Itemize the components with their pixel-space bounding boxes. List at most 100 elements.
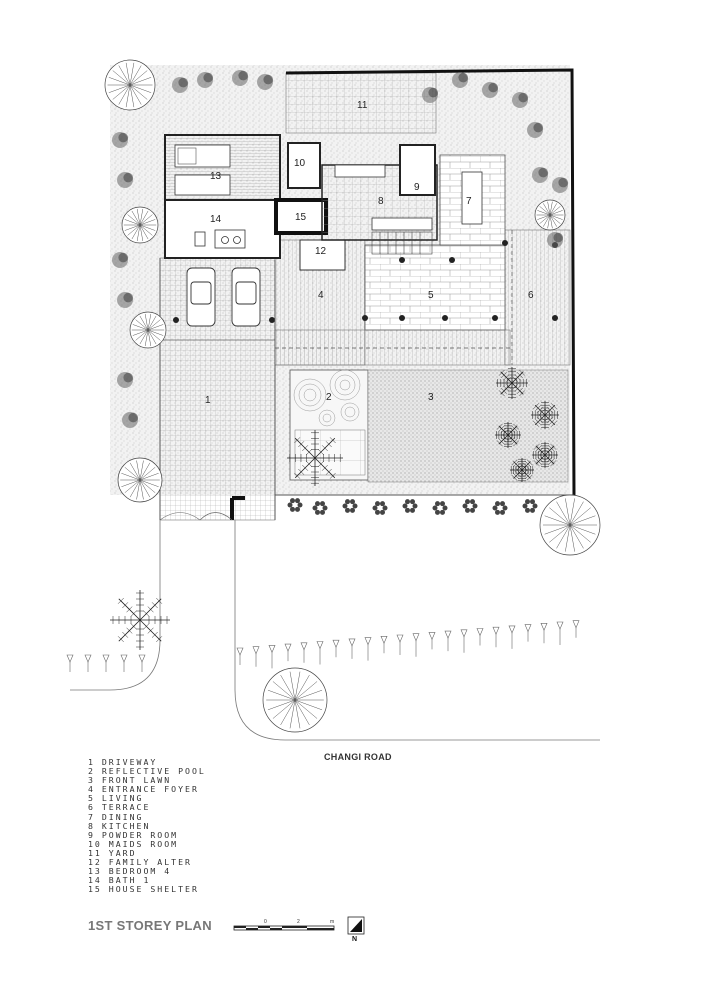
- legend-item-number: 15: [88, 884, 102, 895]
- room-label-4: 4: [318, 290, 324, 301]
- legend-item-name: BEDROOM 4: [108, 866, 172, 877]
- road-label: CHANGI ROAD: [324, 752, 392, 762]
- legend-item-name: POWDER ROOM: [101, 829, 179, 840]
- shrub-icon: [432, 501, 448, 515]
- legend-item-name: FAMILY ALTER: [108, 857, 192, 868]
- stair: [371, 231, 433, 255]
- room-label-8: 8: [378, 196, 384, 207]
- pool-ripples: [293, 369, 361, 427]
- legend-item-name: BATH 1: [108, 875, 151, 886]
- foliage: [112, 70, 568, 515]
- legend-item-number: 4: [88, 784, 95, 795]
- palm-icon: [532, 442, 558, 468]
- yard-area: [285, 72, 437, 134]
- maids-room-block: [287, 142, 321, 189]
- north-arrow-icon: N: [347, 916, 365, 942]
- legend-item-number: 2: [88, 766, 95, 777]
- legend-item-number: 10: [88, 838, 102, 849]
- shrub-icon: [312, 501, 328, 515]
- legend-item-number: 5: [88, 793, 95, 804]
- room-label-15: 15: [295, 212, 307, 223]
- palm-icon: [531, 401, 559, 429]
- shrub-icon: [492, 501, 508, 515]
- room-label-12: 12: [315, 246, 327, 257]
- living-lower-deck: [274, 329, 511, 366]
- living-area: [364, 244, 506, 331]
- family-alter-block: [299, 239, 346, 271]
- scale-tick-0: 0: [264, 919, 267, 925]
- car-right: [231, 267, 261, 327]
- legend-item: 6 TERRACE: [88, 803, 206, 812]
- room-label-11: 11: [357, 100, 368, 111]
- shrub-icon: [342, 499, 358, 513]
- legend-item-name: TERRACE: [101, 802, 151, 813]
- scale-tick-2: 2: [297, 919, 300, 925]
- legend-item-name: HOUSE SHELTER: [108, 884, 199, 895]
- bedroom-4-block: [164, 134, 281, 201]
- room-label-2: 2: [326, 392, 332, 403]
- powder-room-block: [399, 144, 436, 196]
- palms: [110, 367, 559, 650]
- legend-item-number: 7: [88, 811, 95, 822]
- legend-item-name: DRIVEWAY: [101, 757, 158, 767]
- shrub-icon: [522, 499, 538, 513]
- shrub-icon: [372, 501, 388, 515]
- legend-item-name: FRONT LAWN: [101, 775, 172, 786]
- terrace-area: [504, 229, 571, 366]
- palm-icon: [110, 590, 170, 650]
- boundary-walls: [159, 68, 576, 520]
- roadside-shrubs: [66, 620, 580, 672]
- room-label-1: 1: [205, 395, 211, 406]
- room-label-10: 10: [294, 158, 306, 169]
- legend-item: 4 ENTRANCE FOYER: [88, 785, 206, 794]
- legend-item-name: KITCHEN: [101, 820, 151, 831]
- legend-item: 11 YARD: [88, 847, 206, 858]
- legend-item-number: 1: [88, 757, 95, 767]
- room-label-14: 14: [210, 214, 222, 225]
- legend-item-number: 8: [88, 820, 95, 831]
- legend-item: 7 DINING: [88, 811, 206, 822]
- shrub-icon: [287, 498, 303, 512]
- trees: [104, 59, 601, 733]
- legend-item-number: 11: [88, 847, 102, 858]
- north-label: N: [352, 936, 357, 942]
- roof-outline-dashed: [275, 230, 513, 365]
- room-label-7: 7: [466, 196, 472, 207]
- shrub-icon: [462, 499, 478, 513]
- driveway-area: [159, 339, 276, 521]
- room-label-6: 6: [528, 290, 534, 301]
- scale-bar: 0 2 m N: [233, 916, 365, 942]
- bath-1-block: [164, 199, 281, 259]
- legend-item: 9 POWDER ROOM: [88, 829, 206, 840]
- legend-item-name: MAIDS ROOM: [108, 838, 179, 849]
- palm-icon: [510, 458, 534, 482]
- legend-item: 15 HOUSE SHELTER: [88, 885, 206, 894]
- room-label-13: 13: [210, 171, 222, 182]
- scale-tick-m: m: [330, 919, 334, 925]
- legend-item: 8 KITCHEN: [88, 820, 206, 831]
- room-label-3: 3: [428, 392, 434, 403]
- legend-item-name: YARD: [108, 847, 137, 858]
- gate-swing: [159, 512, 233, 521]
- room-number-labels: 1 2 3 4 5 6 7 8 9 10 11 12 13 14 15: [205, 100, 534, 406]
- front-lawn-area: [367, 369, 569, 483]
- legend-item-number: 13: [88, 866, 102, 877]
- legend-item-number: 3: [88, 775, 95, 786]
- legend-item-number: 6: [88, 802, 95, 813]
- legend-item-name: REFLECTIVE POOL: [101, 766, 206, 777]
- legend-item-name: DINING: [101, 811, 144, 822]
- room-label-5: 5: [428, 290, 434, 301]
- road-curb: [70, 520, 600, 741]
- palm-icon: [496, 367, 528, 399]
- palm-icon: [287, 430, 343, 486]
- room-label-9: 9: [414, 182, 420, 193]
- legend-item: 14 BATH 1: [88, 876, 206, 885]
- dining-table: [461, 171, 483, 225]
- legend-item-name: ENTRANCE FOYER: [101, 784, 199, 795]
- legend-item-number: 12: [88, 857, 102, 868]
- shrub-icon: [402, 499, 418, 513]
- legend-item-name: LIVING: [101, 793, 144, 804]
- legend-item: 5 LIVING: [88, 794, 206, 803]
